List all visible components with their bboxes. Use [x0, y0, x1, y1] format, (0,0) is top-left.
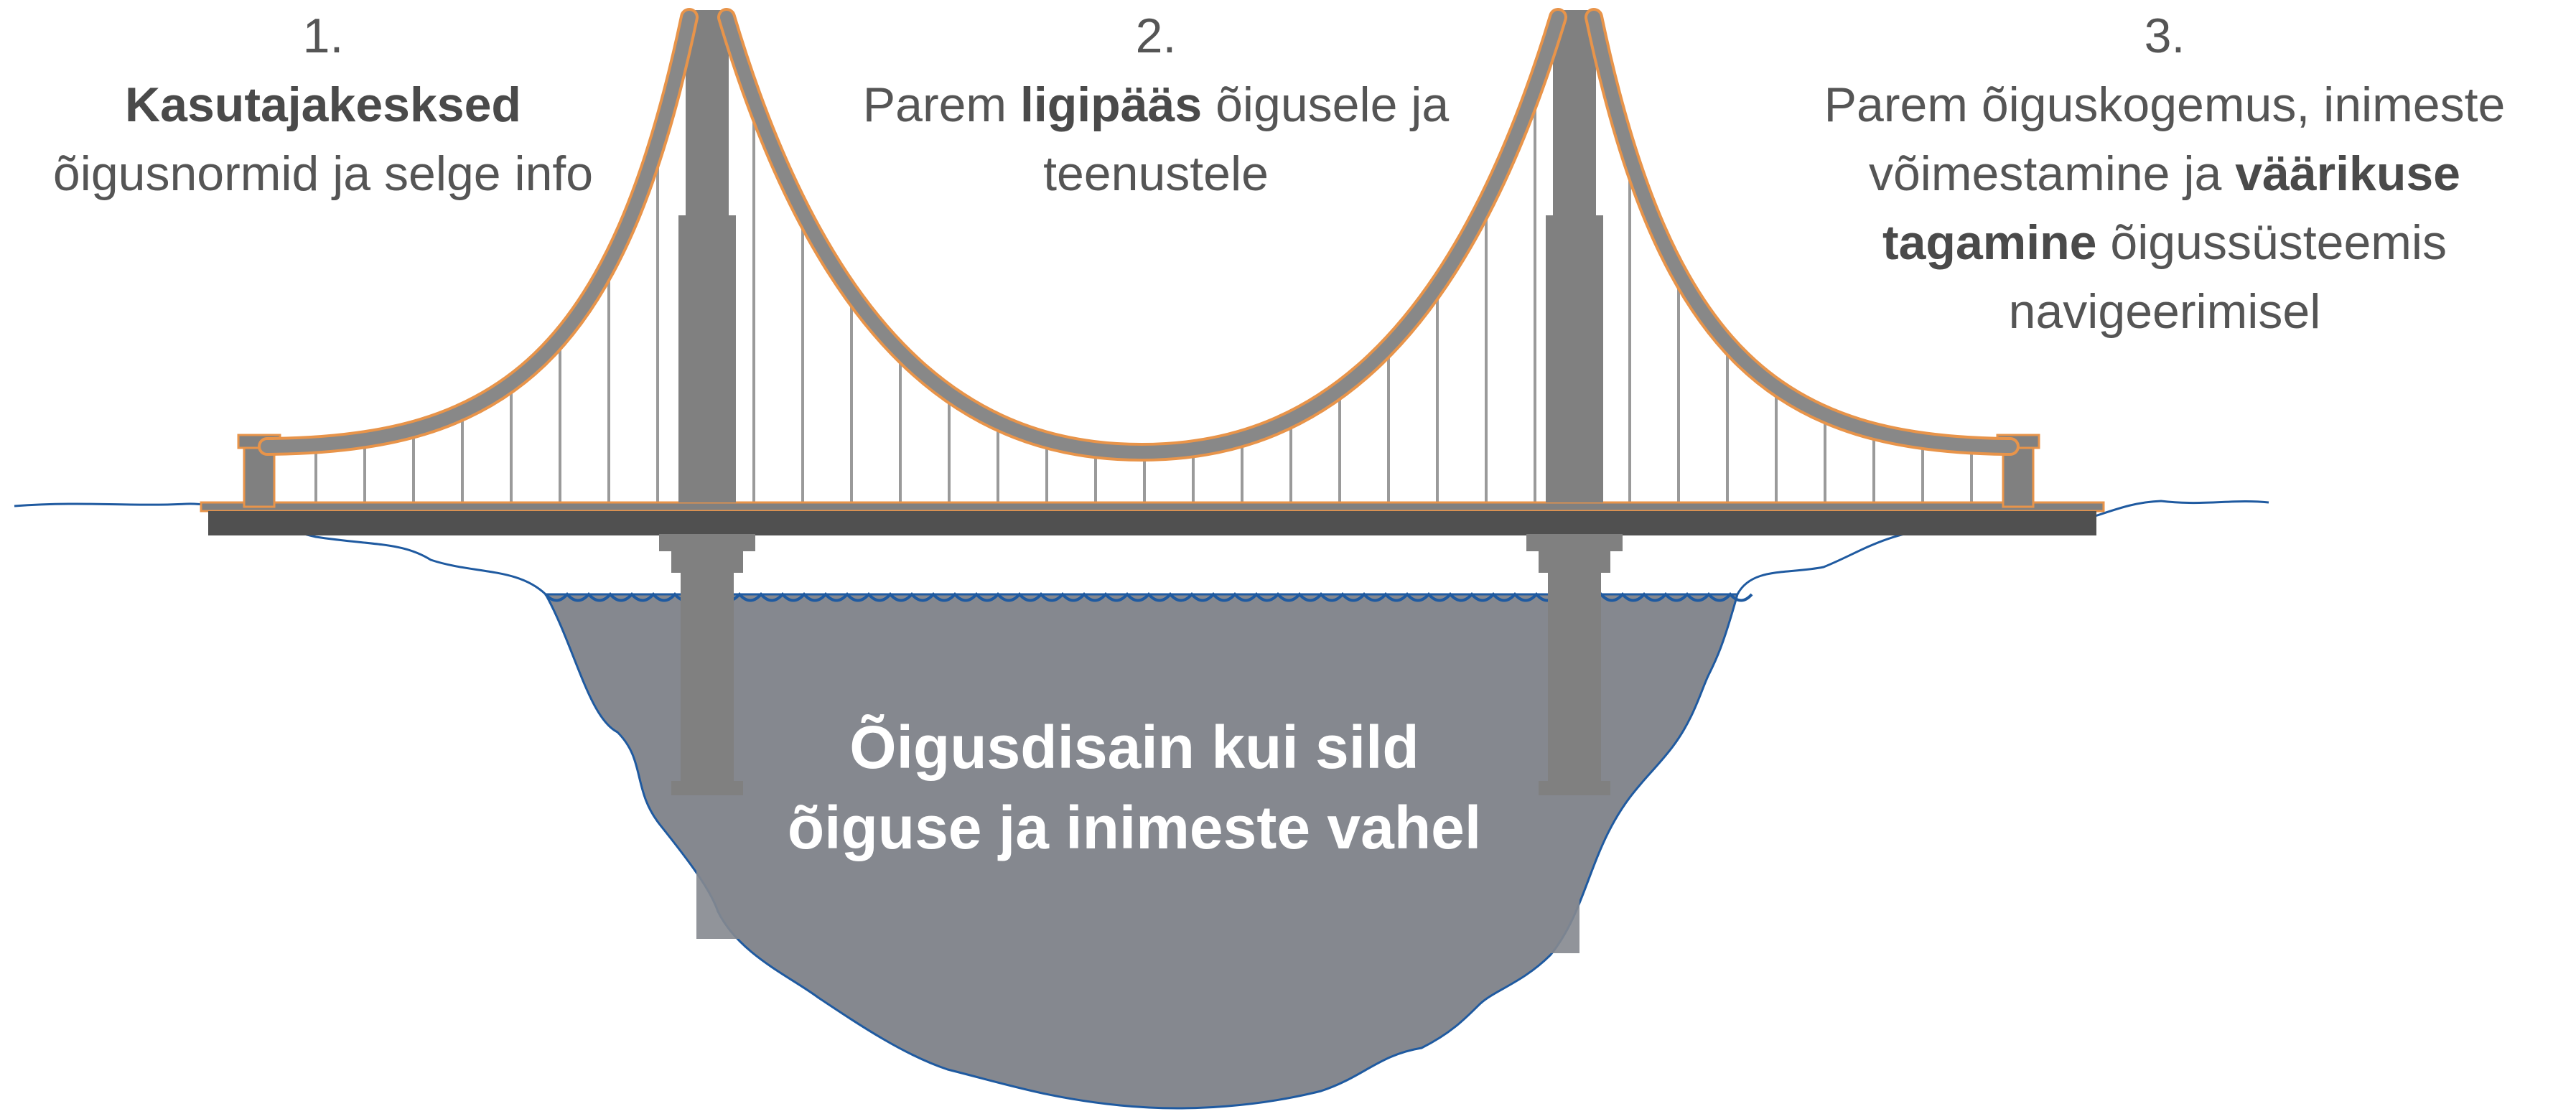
caption-1-rest: õigusnormid ja selge info	[52, 146, 594, 201]
bridge-deck	[208, 511, 2096, 535]
caption-3-number: 3.	[2144, 9, 2185, 63]
caption-1-number: 1.	[302, 9, 344, 63]
caption-3: 3. Parem õiguskogemus, inimeste võimesta…	[1766, 1, 2563, 346]
caption-2-bold: ligipääs	[1019, 78, 1203, 132]
caption-2-lead: Parem	[862, 78, 1020, 132]
suspension-cables	[258, 8, 2020, 462]
bridge-hangers	[314, 93, 1973, 502]
caption-3-rest: õigussüsteemis navigeerimisel	[2008, 215, 2447, 339]
caption-3-bold: väärikuse tagamine	[1882, 146, 2460, 270]
caption-1-text: Kasutajakesksed õigusnormid ja selge inf…	[29, 70, 617, 208]
left-tower	[659, 10, 755, 939]
caption-1: 1. Kasutajakesksed õigusnormid ja selge …	[29, 1, 617, 208]
right-tower	[1526, 10, 1623, 953]
caption-3-text: Parem õiguskogemus, inimeste võimestamin…	[1766, 70, 2563, 346]
caption-2-number: 2.	[1135, 9, 1177, 63]
river-water	[543, 593, 1739, 1110]
bridge-deck-top	[200, 501, 2105, 512]
center-title: Õigusdisain kui sild õiguse ja inimeste …	[787, 713, 1482, 861]
caption-2: 2. Parem ligipääs õigusele ja teenustele	[862, 1, 1450, 208]
caption-3-lead: Parem õiguskogemus, inimeste võimestamin…	[1824, 78, 2506, 201]
caption-2-text: Parem ligipääs õigusele ja teenustele	[862, 70, 1450, 208]
caption-1-bold: Kasutajakesksed	[125, 78, 521, 132]
caption-2-rest: õigusele ja teenustele	[1043, 78, 1450, 201]
